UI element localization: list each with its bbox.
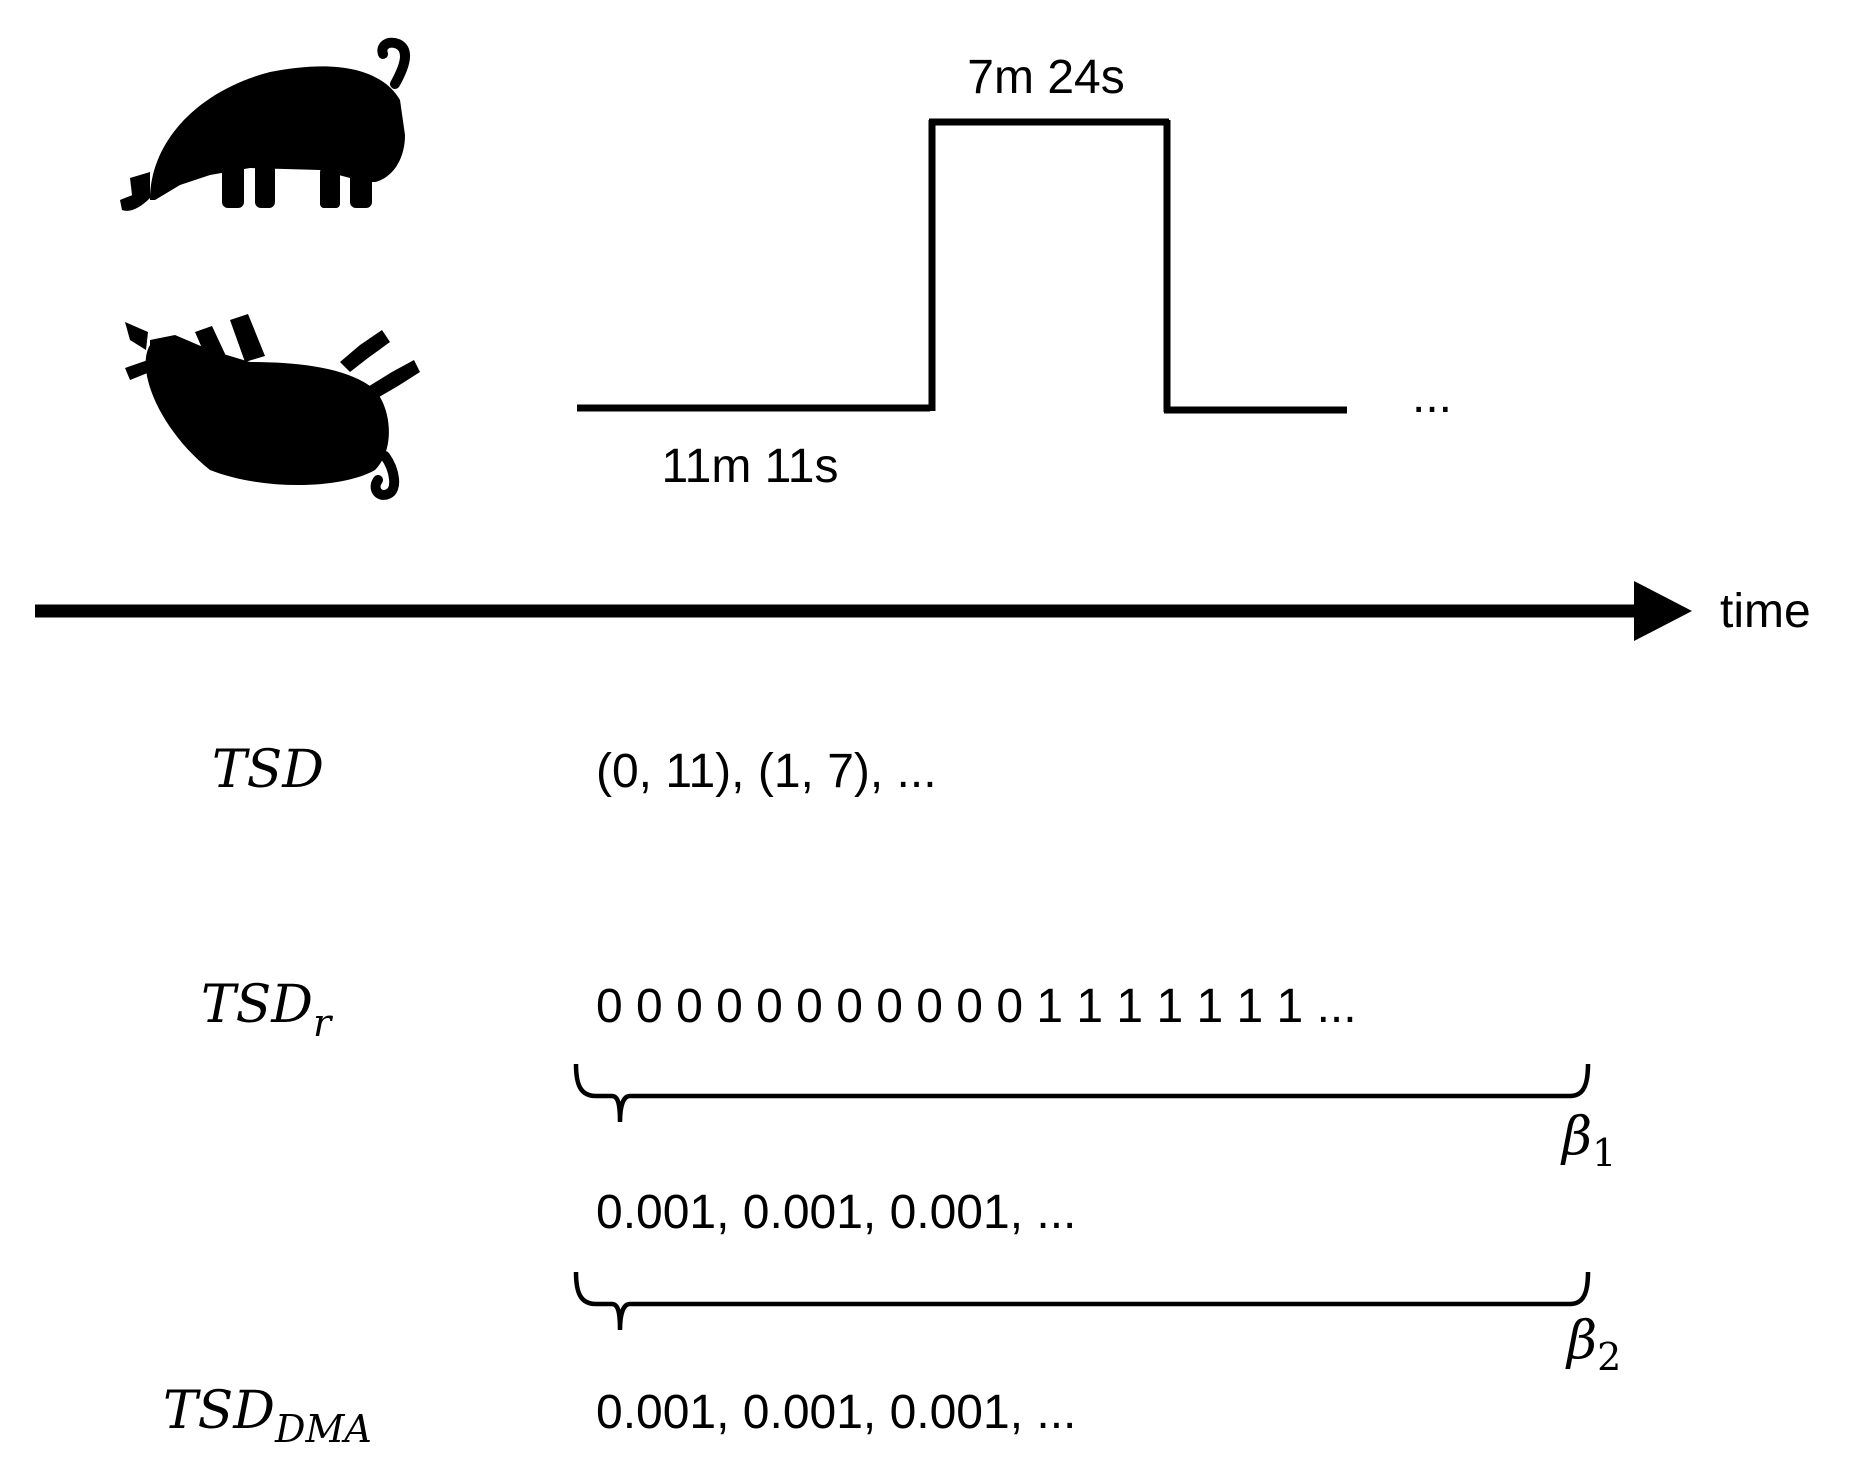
standing-pig-icon bbox=[120, 37, 410, 211]
tsd-r-value: 0 0 0 0 0 0 0 0 0 0 0 1 1 1 1 1 1 1 ... bbox=[596, 980, 1357, 1033]
beta1-brace bbox=[573, 1063, 1591, 1123]
state-signal-waveform bbox=[577, 118, 1347, 414]
beta1-label: β1 bbox=[1560, 1107, 1616, 1175]
time-axis-label: time bbox=[1720, 585, 1811, 638]
beta2-label: β2 bbox=[1565, 1311, 1621, 1379]
intermediate-value: 0.001, 0.001, 0.001, ... bbox=[596, 1186, 1076, 1239]
high-duration-label: 7m 24s bbox=[967, 51, 1124, 104]
beta2-brace bbox=[573, 1271, 1591, 1331]
tsd-r-label: TSDr bbox=[201, 975, 334, 1045]
tsd-dma-value: 0.001, 0.001, 0.001, ... bbox=[596, 1386, 1076, 1439]
low-duration-label: 11m 11s bbox=[662, 440, 839, 493]
time-axis-arrowhead bbox=[1634, 581, 1692, 641]
lying-pig-icon bbox=[125, 314, 420, 500]
signal-continuation-ellipsis: ... bbox=[1412, 370, 1452, 423]
tsd-label: TSD bbox=[212, 740, 324, 800]
time-axis bbox=[35, 581, 1692, 641]
tsd-dma-label: TSDDMA bbox=[163, 1381, 372, 1451]
tsd-value: (0, 11), (1, 7), ... bbox=[596, 745, 937, 798]
